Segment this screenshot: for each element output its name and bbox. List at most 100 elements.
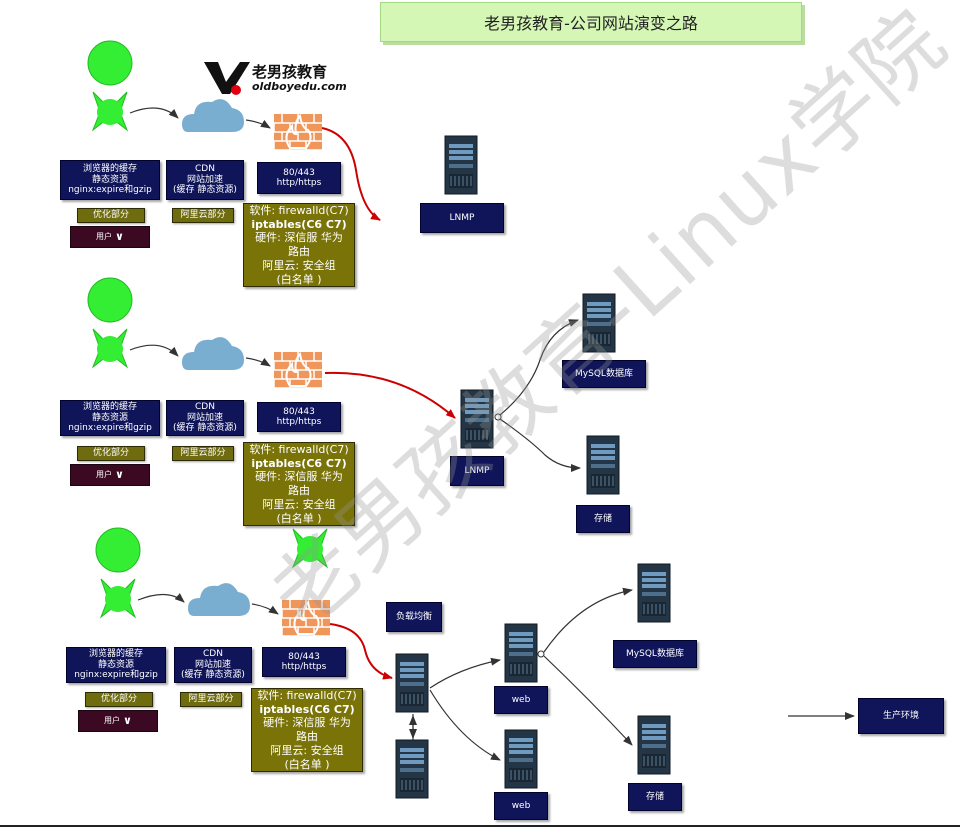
security-box-2: 软件: firewalld(C7)iptables(C6 C7)硬件: 深信服 … [243,442,355,526]
mysql-box-3-text: MySQL数据库 [626,648,684,659]
mini-logo-icon: ∨ [115,229,124,243]
lnmp-box-2: LNMP [450,456,504,486]
cdn-cloud-icon-1 [182,99,244,132]
security-box-3-text: 硬件: 深信服 华为 [263,716,351,730]
edge-user-cdn-2 [129,344,179,357]
security-box-1-text: 软件: firewalld(C7) [249,203,349,217]
user-label: 用户 [96,232,113,242]
aliyun-label-2-text: 阿里云部分 [180,448,226,459]
logo-name: 老男孩教育 [252,63,328,81]
optimize-label-3-text: 优化部分 [100,694,137,705]
port-box-3-text: http/https [281,662,327,672]
security-box-1-text: 硬件: 深信服 华为 [255,231,343,245]
server-icon-lb-1 [395,653,429,713]
mysql-box-2: MySQL数据库 [562,360,646,388]
optimize-label-2: 优化部分 [77,446,145,461]
security-box-3: 软件: firewalld(C7)iptables(C6 C7)硬件: 深信服 … [251,688,363,772]
edge-lb-web2 [429,689,501,761]
edge-lnmp-storage-2 [499,418,581,472]
cdn-cloud-icon-2 [182,337,244,370]
optimize-label-1: 优化部分 [77,208,145,223]
firewall-icon-1 [273,113,322,151]
security-box-2-text: 软件: firewalld(C7) [249,442,349,456]
mysql-box-2-text: MySQL数据库 [575,368,633,379]
aliyun-label-3-text: 阿里云部分 [188,694,234,705]
load-balancer-box-text: 负载均衡 [395,611,432,622]
lnmp-box-2-text: LNMP [464,465,490,476]
port-box-2-text: 80/443 [283,406,315,417]
server-icon-lnmp-2 [460,389,494,449]
cdn-box-3-text: (缓存 静态资源) [181,670,245,681]
edge-user-cdn-3 [137,593,185,603]
browser-cache-box-3-text: 浏览器的缓存 [88,649,143,660]
lnmp-box-1-text: LNMP [449,212,475,223]
diagram-title: 老男孩教育-公司网站演变之路 [380,2,802,42]
security-box-1-text: 路由 [288,245,310,258]
storage-box-2: 存储 [576,505,630,533]
edge-web-storage-3 [543,655,633,746]
optimize-label-1-text: 优化部分 [92,210,129,221]
port-box-3-text: 80/443 [288,651,320,662]
user-figure-icon-1 [87,40,133,132]
mysql-box-3: MySQL数据库 [613,640,697,668]
security-box-3-text: (白名单 ) [284,757,330,771]
storage-box-3-text: 存储 [645,791,664,802]
optimize-label-2-text: 优化部分 [92,448,129,459]
browser-cache-box-2-text: 静态资源 [91,412,128,423]
browser-cache-box-1-text: 静态资源 [91,174,128,185]
load-balancer-box: 负载均衡 [386,602,442,632]
lnmp-box-1: LNMP [420,203,504,233]
firewall-icon-3 [281,599,330,637]
security-box-1-text: 阿里云: 安全组 [262,258,336,272]
security-box-3-text: 阿里云: 安全组 [270,743,344,757]
oldboyedu-logo-icon [204,62,250,95]
port-box-2-text: http/https [276,417,322,427]
edge-cdn-firewall-3 [251,603,279,615]
firewall-icon-2 [273,351,322,389]
browser-cache-box-1-text: 浏览器的缓存 [82,164,137,175]
mini-logo-icon: ∨ [123,713,132,727]
security-box-3-text: 软件: firewalld(C7) [257,688,357,702]
cdn-box-1-text: (缓存 静态资源) [173,185,237,196]
web-box-1: web [494,686,548,714]
edge-cdn-firewall-2 [245,357,271,367]
security-box-2-text: 阿里云: 安全组 [262,497,336,511]
web-box-2-text: web [511,800,531,811]
cdn-box-3-text: 网站加速 [194,659,231,670]
server-icon-lnmp-1 [444,135,478,195]
user-badge-1: 用户∨ [70,226,150,248]
security-box-1: 软件: firewalld(C7)iptables(C6 C7)硬件: 深信服 … [243,203,355,287]
browser-cache-box-2-text: 浏览器的缓存 [82,402,137,413]
storage-box-2-text: 存储 [593,513,612,524]
edge-lb-web1 [429,657,501,689]
security-box-2-text: 硬件: 深信服 华为 [255,470,343,484]
user-label: 用户 [96,470,113,480]
security-box-3-text: iptables(C6 C7) [259,702,355,716]
security-box-2-text: 路由 [288,484,310,497]
aliyun-label-2: 阿里云部分 [172,446,234,461]
web-box-2: web [494,792,548,820]
user-badge-3: 用户∨ [78,710,158,732]
logo-domain: oldboyedu.com [252,80,347,93]
server-icon-storage-3 [637,715,671,775]
edge-web-mysql-3 [543,587,633,653]
browser-cache-box-3-text: 静态资源 [97,659,134,670]
edge-lnmp-mysql-2 [499,319,579,416]
security-box-2-text: (白名单 ) [276,511,322,525]
web-box-1-text: web [511,694,531,705]
user-badge-2: 用户∨ [70,464,150,486]
server-icon-storage-2 [586,435,620,495]
storage-box-3: 存储 [628,783,682,811]
user-figure-icon-2 [87,277,133,369]
server-icon-mysql-2 [582,293,616,353]
mini-logo-icon: ∨ [115,467,124,481]
aliyun-label-3: 阿里云部分 [180,692,242,707]
